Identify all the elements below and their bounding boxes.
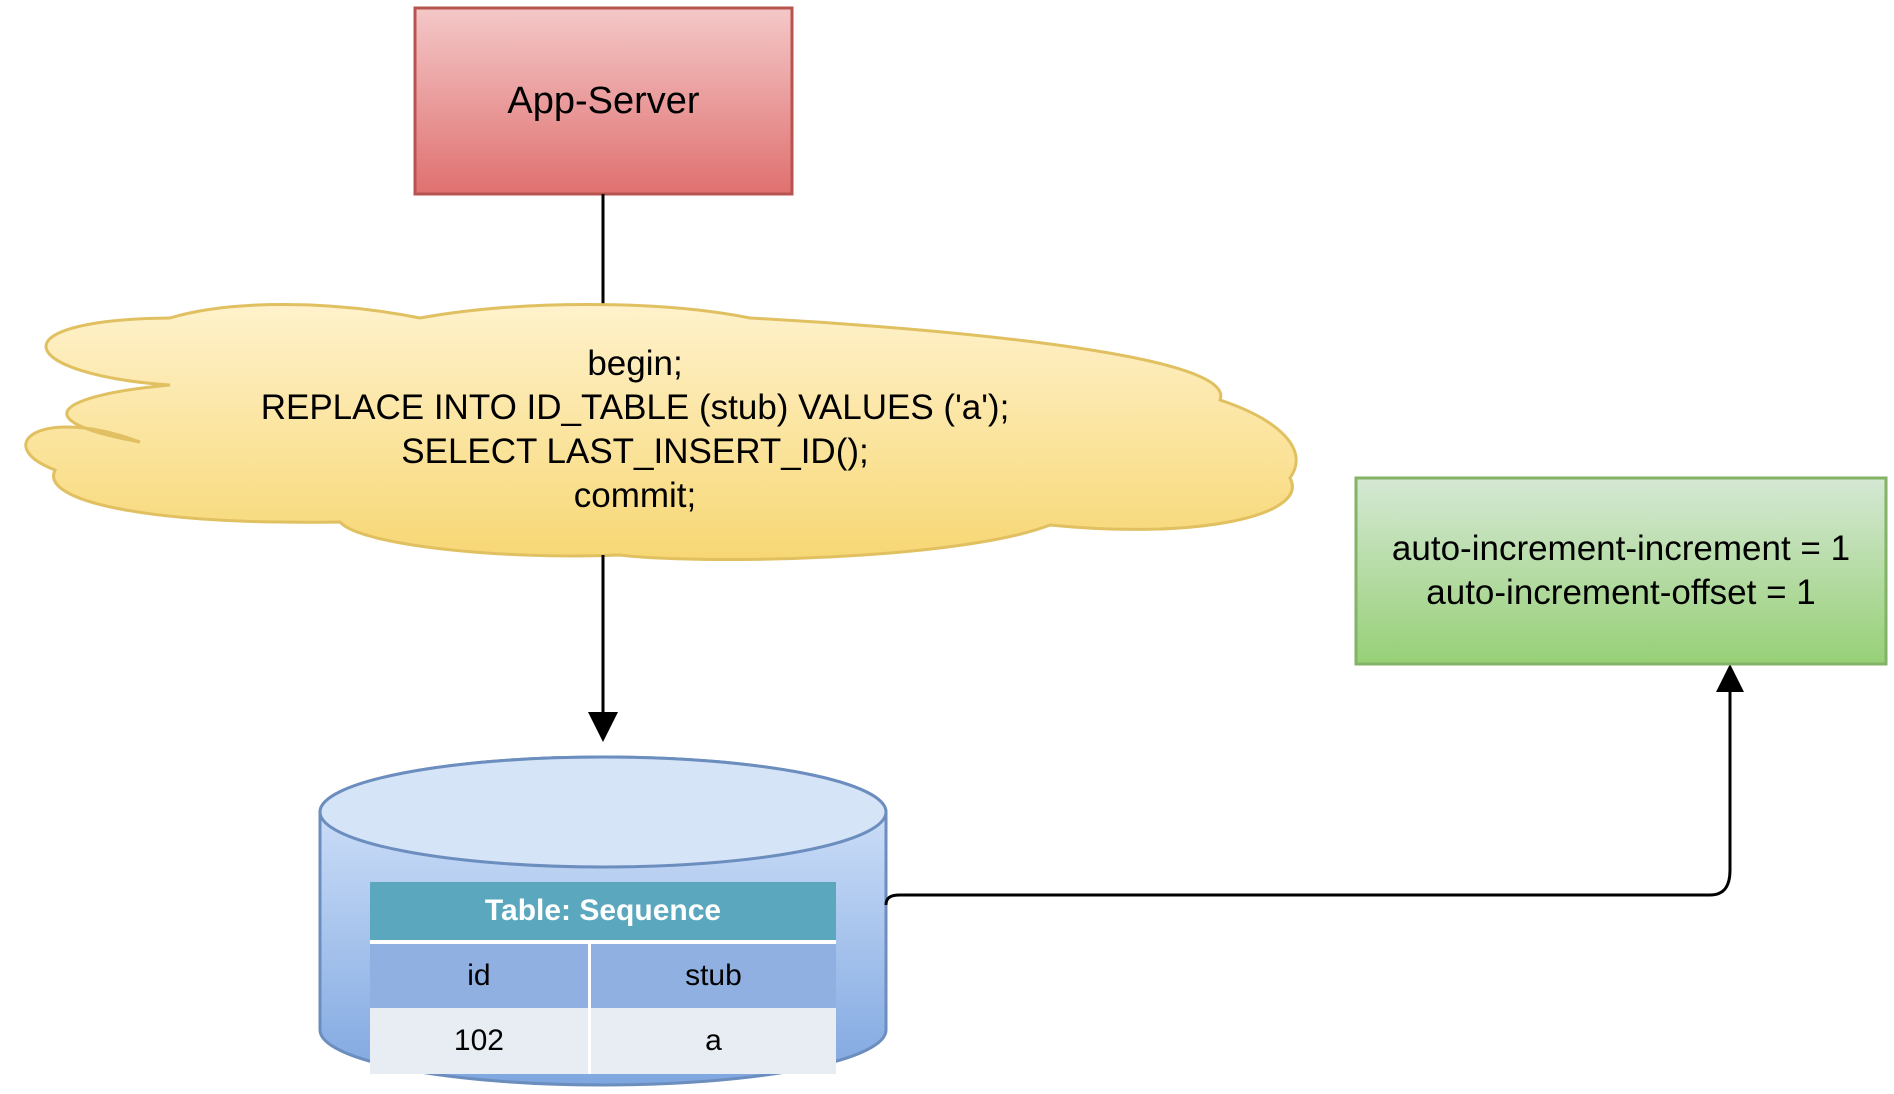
table-caption: Table: Sequence [370,882,836,944]
database-to-config-connector [884,688,1732,906]
table-row: 102 a [370,1008,836,1074]
sql-query-cloud [24,303,1298,562]
arrowhead-up-icon [1716,664,1744,692]
sql-line: commit; [573,476,697,515]
app-server-box [413,6,794,196]
config-box [1354,476,1888,666]
column-header-stub: stub [589,942,836,1008]
sequence-table: Table: Sequence id stub 102 a [370,882,836,1074]
arrowhead-down-icon [588,712,618,742]
table-header-row: id stub [370,942,836,1008]
config-line: auto-increment-increment = 1 [1391,529,1851,568]
config-line: auto-increment-offset = 1 [1426,573,1816,612]
database-cylinder-top [318,755,888,869]
table-cell-stub: a [589,1008,836,1074]
column-header-id: id [370,942,591,1008]
sql-line: begin; [587,344,683,383]
app-server-label: App-Server [507,79,700,122]
sql-query-text: begin; REPLACE INTO ID_TABLE (stub) VALU… [130,330,1140,530]
config-text: auto-increment-increment = 1 auto-increm… [1356,478,1886,664]
table-cell-id: 102 [370,1008,591,1074]
sql-line: REPLACE INTO ID_TABLE (stub) VALUES ('a'… [260,388,1010,427]
sql-line: SELECT LAST_INSERT_ID(); [401,432,869,471]
